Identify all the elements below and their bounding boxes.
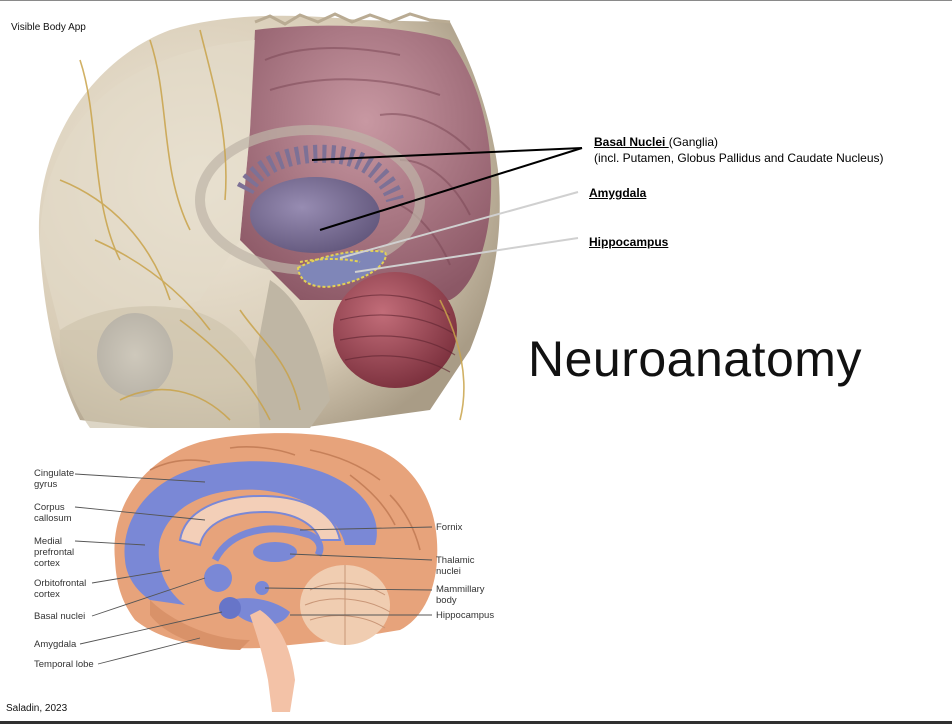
cerebellum	[333, 272, 457, 388]
callout-amygdala: Amygdala	[589, 186, 647, 200]
label-temporal-lobe: Temporal lobe	[34, 659, 94, 670]
callout-lines	[311, 147, 583, 231]
label-cingulate-gyrus: Cingulate gyrus	[34, 468, 75, 490]
basal-nuclei-label: Basal Nuclei	[594, 135, 669, 149]
label-orbitofrontal-cortex: Orbitofrontal cortex	[34, 578, 87, 600]
label-basal-nuclei: Basal nuclei	[34, 611, 86, 622]
basal-nuclei-suffix: (Ganglia)	[668, 135, 719, 149]
label-amygdala: Amygdala	[34, 639, 77, 650]
label-corpus-callosum: Corpus callosum	[34, 502, 72, 524]
basal-nuclei	[204, 564, 232, 592]
fornix	[211, 525, 324, 562]
label-medial-prefrontal-cortex: Medial prefrontal cortex	[34, 536, 75, 569]
bottom-border	[0, 721, 952, 724]
page-title: Neuroanatomy	[528, 331, 862, 387]
source-label-bottom: Saladin, 2023	[6, 703, 68, 714]
basal-nuclei-note: (incl. Putamen, Globus Pallidus and Caud…	[594, 151, 884, 165]
amygdala	[219, 597, 241, 619]
label-mammillary-body: Mammillary body	[436, 584, 485, 606]
brainstem	[250, 610, 295, 712]
top-border	[0, 0, 952, 1]
basal-nuclei-mass	[250, 177, 380, 253]
label-thalamic-nuclei: Thalamic nuclei	[436, 555, 475, 577]
source-label-top: Visible Body App	[11, 22, 86, 33]
callout-basal-nuclei: Basal Nuclei (Ganglia)	[594, 135, 718, 149]
corpus-callosum	[178, 494, 342, 547]
limbic-cortex	[124, 461, 377, 605]
label-fornix: Fornix	[436, 522, 463, 533]
label-hippocampus: Hippocampus	[436, 610, 495, 621]
mammillary-body	[255, 581, 269, 595]
callout-hippocampus: Hippocampus	[589, 235, 669, 249]
sagittal-brain-diagram	[74, 433, 438, 712]
thalamus	[253, 542, 297, 562]
